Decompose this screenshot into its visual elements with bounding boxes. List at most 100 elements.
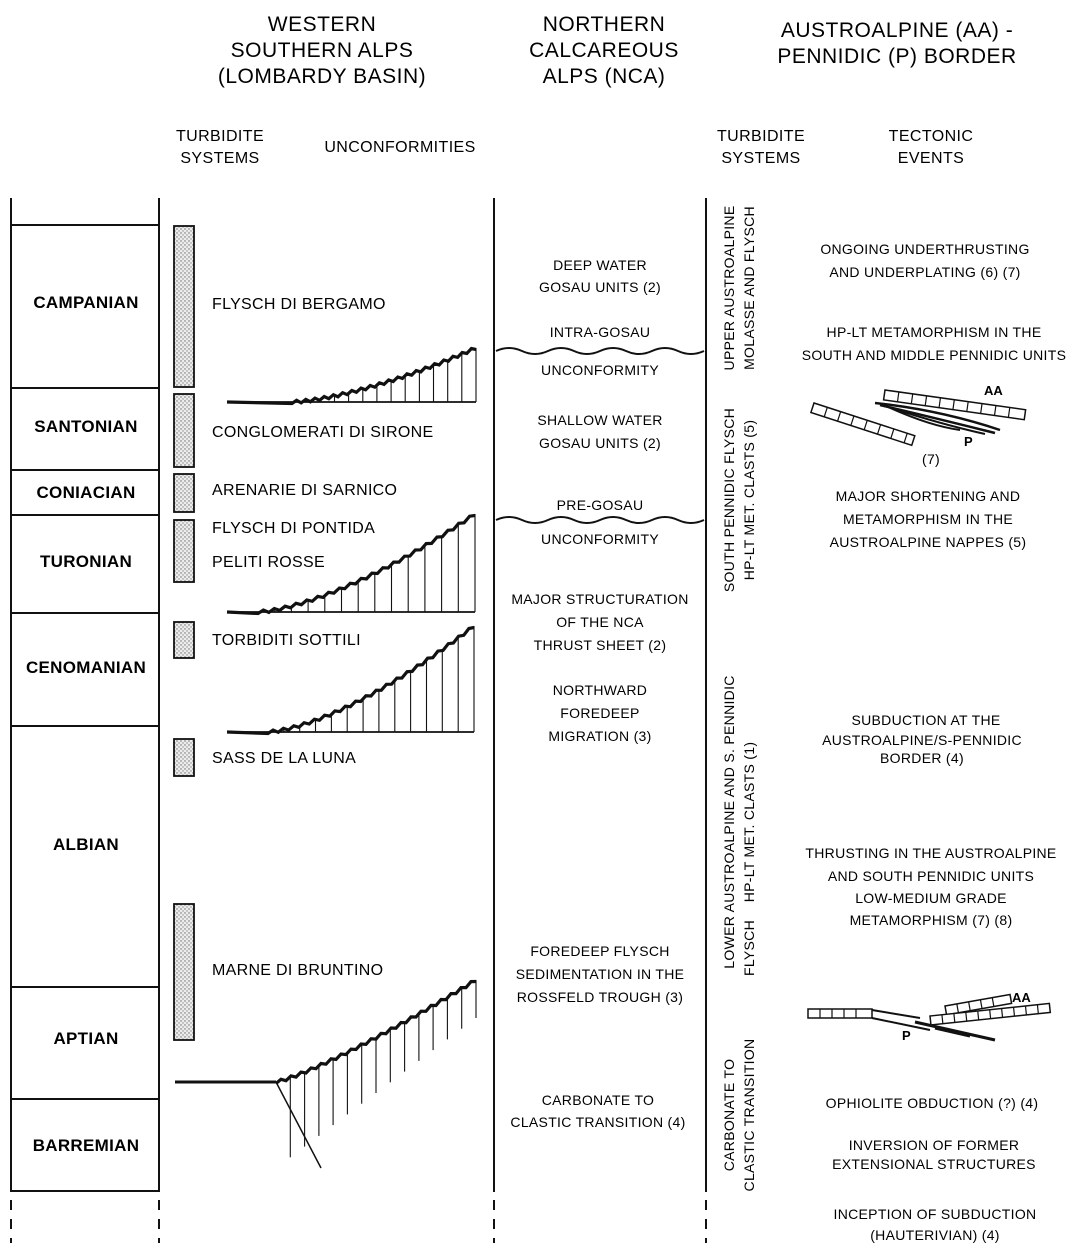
header-northern-calcareous-alps: NORTHERN CALCAREOUS ALPS (NCA) [529,13,678,88]
lombardy-unit-labels: FLYSCH DI BERGAMO CONGLOMERATI DI SIRONE… [212,296,433,979]
label-p-top: P [964,434,973,449]
subheader-turbidite-right: TURBIDITE [717,128,805,145]
tectonic-underthrusting: AND UNDERPLATING (6) (7) [829,264,1020,280]
tectonic-thrusting: AND SOUTH PENNIDIC UNITS [828,868,1034,884]
nca-structuration: OF THE NCA [556,614,644,630]
stage-coniacian: CONIACIAN [36,483,135,502]
subheader-turbidite-left: SYSTEMS [180,150,259,167]
nca-northward-migration: NORTHWARD [553,682,647,698]
unit-marne-di-bruntino: MARNE DI BRUNTINO [212,962,383,979]
subheader-row: TURBIDITE SYSTEMS UNCONFORMITIES TURBIDI… [176,128,973,167]
tectonic-major-shortening: MAJOR SHORTENING AND [836,488,1021,504]
wedge-campanian [226,346,477,406]
vertical-carbonate-transition: CARBONATE TO CLASTIC TRANSITION [721,1039,757,1192]
nca-foredeep-flysch: SEDIMENTATION IN THE [516,966,685,982]
tectonic-major-shortening: AUSTROALPINE NAPPES (5) [830,534,1027,550]
label-p-bottom: P [902,1028,911,1043]
header-line: ALPS (NCA) [543,65,666,88]
turbidite-bar-torbiditi [173,621,195,659]
nca-northward-migration: FOREDEEP [560,705,639,721]
tectonic-ophiolite-obduction: OPHIOLITE OBDUCTION (?) (4) [826,1095,1039,1111]
label-ref-7: (7) [922,451,940,467]
header-line: (LOMBARDY BASIN) [218,65,426,88]
vertical-upper-austroalpine: UPPER AUSTROALPINE MOLASSE AND FLYSCH [721,206,757,371]
nca-intra-gosau: UNCONFORMITY [541,362,659,378]
header-western-southern-alps: WESTERN SOUTHERN ALPS (LOMBARDY BASIN) [218,13,426,88]
accretion-sliver [874,401,1001,432]
aa-plate-bottom-1 [944,993,1013,1016]
tectonic-underthrusting: ONGOING UNDERTHRUSTING [820,241,1029,257]
unit-peliti-rosse: PELITI ROSSE [212,554,325,571]
stage-turonian: TURONIAN [40,552,132,571]
unit-flysch-di-bergamo: FLYSCH DI BERGAMO [212,296,386,313]
label-aa-bottom: AA [1012,990,1031,1005]
slab-line [871,1009,921,1019]
nca-structuration: THRUST SHEET (2) [534,637,667,653]
header-line: SOUTHERN ALPS [231,39,414,62]
stage-column [10,198,160,1243]
nca-structuration: MAJOR STRUCTURATION [511,591,688,607]
tectonic-hplt-metamorphism: HP-LT METAMORPHISM IN THE [827,324,1042,340]
nca-deep-water: GOSAU UNITS (2) [539,279,661,295]
nca-shallow-water: GOSAU UNITS (2) [539,435,661,451]
nca-pre-gosau: PRE-GOSAU [557,497,644,513]
sketch-obduction: AA P [807,990,1052,1043]
tectonic-events: ONGOING UNDERTHRUSTING AND UNDERPLATING … [802,241,1066,1243]
nca-northward-migration: MIGRATION (3) [548,728,651,744]
vertical-lower-austroalpine: LOWER AUSTROALPINE AND S. PENNIDIC HP-LT… [721,675,757,968]
nca-carbonate-transition: CARBONATE TO [542,1092,655,1108]
tectonic-thrusting: LOW-MEDIUM GRADE [855,890,1007,906]
tectonic-subduction: BORDER (4) [880,750,964,766]
vertical-line: MOLASSE AND FLYSCH [741,206,757,370]
tectonic-inversion: INVERSION OF FORMER [849,1137,1020,1153]
tectonic-subduction: AUSTROALPINE/S-PENNIDIC [822,732,1022,748]
unit-conglomerati-di-sirone: CONGLOMERATI DI SIRONE [212,424,433,441]
header-line: WESTERN [268,13,377,36]
nca-shallow-water: SHALLOW WATER [537,412,662,428]
tectonic-subduction: SUBDUCTION AT THE [851,712,1000,728]
vertical-line: HP-LT MET. CLASTS (1) [741,742,757,903]
slab-line [871,1017,931,1031]
tectonic-inception-of-subduction: (HAUTERIVIAN) (4) [870,1227,1000,1243]
label-aa-top: AA [984,383,1003,398]
header-austroalpine-pennidic: AUSTROALPINE (AA) - PENNIDIC (P) BORDER [777,19,1016,68]
wedge-cenomanian [226,625,475,736]
stage-cenomanian: CENOMANIAN [26,658,146,677]
accretion-sliver [887,406,961,431]
header-line: PENNIDIC (P) BORDER [777,45,1016,68]
p-plate-top [809,402,916,447]
turbidite-bar-sass [173,738,195,777]
tectonic-inception-of-subduction: INCEPTION OF SUBDUCTION [834,1206,1037,1222]
wedge-wavy-top [226,625,475,736]
stage-campanian: CAMPANIAN [33,293,138,312]
ophiolite-sliver [934,1026,971,1038]
sketch-underthrusting: AA P (7) [809,383,1027,467]
subheader-unconformities: UNCONFORMITIES [324,139,475,156]
stage-santonian: SANTONIAN [34,417,137,436]
subheader-tectonic-events: TECTONIC [889,128,974,145]
wedge-aptian-barremian [175,979,477,1169]
unit-torbiditi-sottili: TORBIDITI SOTTILI [212,632,361,649]
tectonic-inversion: EXTENSIONAL STRUCTURES [832,1156,1036,1172]
intra-gosau-wavy-line [495,347,705,355]
stage-aptian: APTIAN [53,1029,118,1048]
wedge-turonian [226,513,476,616]
aa-plate-top [882,389,1027,421]
nca-foredeep-flysch: ROSSFELD TROUGH (3) [517,989,683,1005]
wedge-wavy-top [226,513,476,616]
turbidite-bar-pontida [173,519,195,583]
stage-albian: ALBIAN [53,835,119,854]
vertical-line: CARBONATE TO [721,1059,737,1172]
nca-carbonate-transition: CLASTIC TRANSITION (4) [510,1114,685,1130]
turbidite-bar-bruntino [173,903,195,1041]
vertical-line: HP-LT MET. CLASTS (5) [741,420,757,581]
nca-foredeep-flysch: FOREDEEP FLYSCH [530,943,669,959]
vertical-line: UPPER AUSTROALPINE [721,206,737,371]
tectonic-hplt-metamorphism: SOUTH AND MIDDLE PENNIDIC UNITS [802,347,1066,363]
stage-labels: CAMPANIAN SANTONIAN CONIACIAN TURONIAN C… [26,293,146,1155]
subheader-turbidite-left: TURBIDITE [176,128,264,145]
ophiolite-sliver [914,1020,996,1042]
stage-barremian: BARREMIAN [33,1136,140,1155]
nca-deep-water: DEEP WATER [553,257,647,273]
